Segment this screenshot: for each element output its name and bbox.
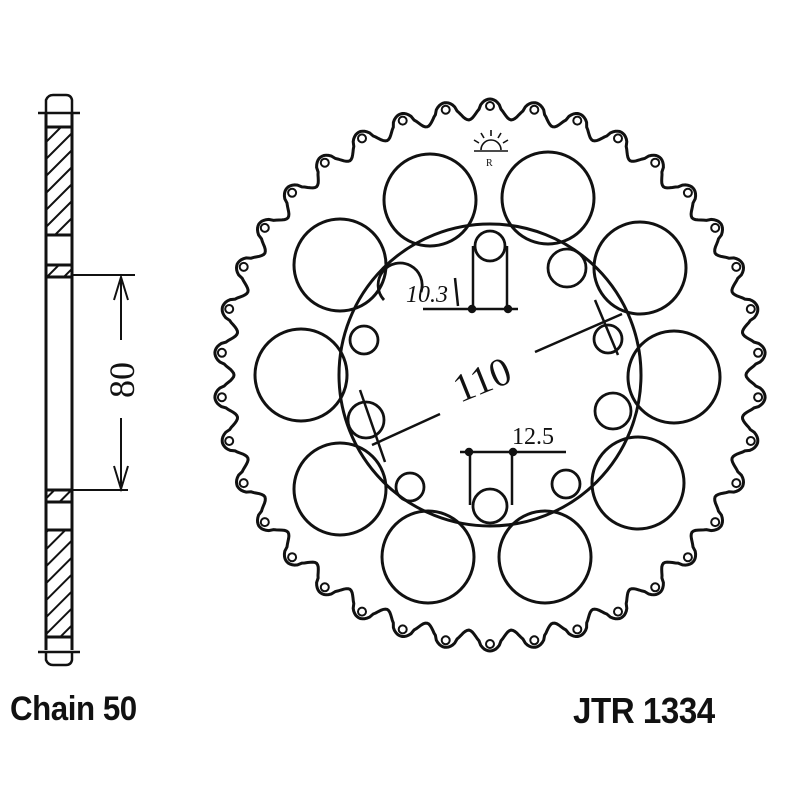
svg-text:R: R: [486, 158, 493, 169]
bolt-circle-dimension: [358, 299, 623, 463]
lower-slot-value: 12.5: [512, 424, 554, 450]
upper-slot-value: 10.3: [406, 282, 448, 308]
chain-size-label: Chain 50: [10, 690, 137, 728]
sprocket-tooth-profile: [213, 97, 767, 653]
sprocket-front-view: [213, 97, 767, 653]
side-profile-view: [38, 93, 135, 667]
rising-sun-logo: R: [473, 130, 509, 169]
upper-slot-dimension: [423, 246, 518, 314]
mounting-holes: [346, 229, 633, 525]
side-height-dimension: 80: [102, 362, 142, 398]
lightening-holes: [253, 150, 722, 605]
lower-slot-dimension: [460, 447, 566, 505]
tooth-tip-notches: [216, 101, 764, 649]
bolt-circle-value: 110: [446, 348, 517, 412]
part-number-label: JTR 1334: [573, 690, 715, 731]
center-bore-circle: [337, 222, 643, 528]
